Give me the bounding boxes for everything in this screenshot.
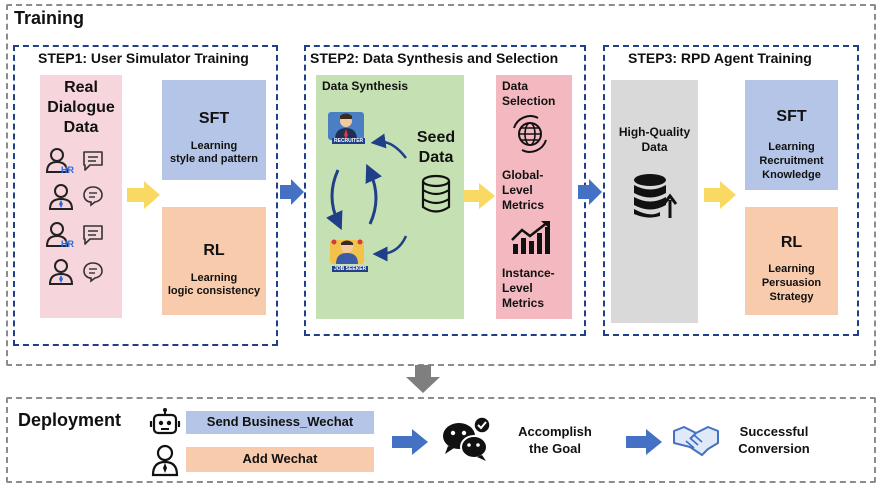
global-metrics-label: Global- Level Metrics xyxy=(502,168,545,212)
recruiter-badge: RECRUITER xyxy=(332,138,366,144)
sft-title: SFT xyxy=(198,110,230,127)
curved-arrow-icon xyxy=(372,235,408,262)
globe-icon xyxy=(513,115,547,153)
rl-box xyxy=(745,207,838,315)
seed-data-label: Seed Data xyxy=(416,129,456,166)
chat-icon xyxy=(83,225,103,245)
step2-title: STEP2: Data Synthesis and Selection xyxy=(310,50,559,66)
rl-desc: Learning Persuasion Strategy xyxy=(761,263,822,303)
growth-chart-icon xyxy=(511,221,550,254)
chat-bubble-icon xyxy=(83,186,103,207)
arrow-right-icon xyxy=(704,181,736,209)
arrow-right-icon xyxy=(280,179,304,205)
add-wechat-label: Add Wechat xyxy=(242,451,318,466)
real-dialogue-data-label: Real Dialogue Data xyxy=(47,79,115,136)
handshake-icon xyxy=(673,426,719,456)
rl-box xyxy=(162,207,266,315)
wechat-icon xyxy=(443,416,491,461)
sft-desc: Learning style and pattern xyxy=(169,140,259,165)
send-business-wechat-action xyxy=(186,411,374,434)
hr-badge-1: HR xyxy=(61,165,74,175)
robot-icon xyxy=(149,408,181,435)
step1-title: STEP1: User Simulator Training xyxy=(38,50,249,66)
hr-badge-2: HR xyxy=(61,239,74,249)
send-business-wechat-label: Send Business_Wechat xyxy=(206,414,354,429)
sft-box xyxy=(745,80,838,190)
successful-conversion-label: Successful Conversion xyxy=(738,424,810,456)
step3-container xyxy=(603,45,859,336)
data-synthesis-label: Data Synthesis xyxy=(322,79,409,93)
deployment-section xyxy=(6,397,876,483)
sft-title: SFT xyxy=(776,108,807,125)
database-upload-icon xyxy=(634,174,678,218)
job-seeker-icon xyxy=(330,239,364,264)
accomplish-goal-label: Accomplish the Goal xyxy=(518,424,592,456)
recruiter-icon xyxy=(328,112,364,140)
rl-title: RL xyxy=(780,234,803,251)
arrow-right-icon xyxy=(463,183,495,209)
sft-desc: Learning Recruitment Knowledge xyxy=(759,141,824,181)
arrow-right-icon xyxy=(392,429,428,455)
user-hr-icon xyxy=(45,222,69,247)
data-selection-label: Data Selection xyxy=(502,79,556,108)
high-quality-data-label: High-Quality Data xyxy=(618,125,691,154)
arrow-right-icon xyxy=(578,179,602,205)
user-seeker-icon xyxy=(48,259,74,285)
chat-bubble-icon xyxy=(83,262,103,283)
curved-arrow-icon xyxy=(370,133,407,159)
user-icon xyxy=(151,444,179,477)
instance-metrics-label: Instance- Level Metrics xyxy=(502,266,555,310)
real-dialogue-data-box xyxy=(40,75,122,318)
database-icon xyxy=(421,174,451,213)
arrow-down-icon xyxy=(406,365,440,393)
cycle-arrows-icon xyxy=(326,163,382,231)
step3-title: STEP3: RPD Agent Training xyxy=(628,50,812,66)
rl-desc: Learning logic consistency xyxy=(167,272,261,297)
job-seeker-badge: JOB SEEKER xyxy=(332,266,369,272)
add-wechat-action xyxy=(186,447,374,472)
rl-title: RL xyxy=(203,242,225,259)
sft-box xyxy=(162,80,266,180)
user-seeker-icon xyxy=(48,184,74,210)
arrow-right-icon xyxy=(626,429,662,455)
step1-container xyxy=(13,45,278,346)
deployment-title: Deployment xyxy=(18,410,122,430)
training-section xyxy=(6,4,876,366)
chat-icon xyxy=(83,151,103,171)
training-title: Training xyxy=(14,8,85,28)
user-hr-icon xyxy=(45,148,69,173)
arrow-right-icon xyxy=(127,181,160,209)
